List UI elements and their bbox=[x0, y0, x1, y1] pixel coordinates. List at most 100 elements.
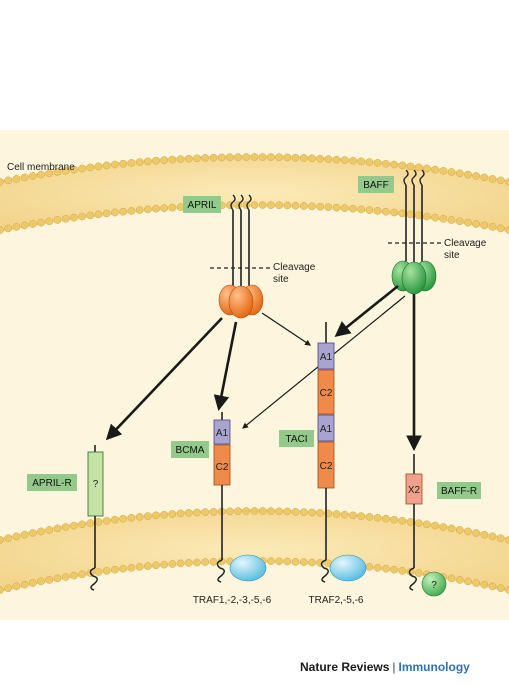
lipid-head bbox=[472, 220, 481, 228]
lipid-head bbox=[390, 515, 398, 524]
lipid-head bbox=[61, 166, 70, 175]
lipid-head bbox=[365, 206, 374, 214]
lipid-head bbox=[193, 508, 201, 517]
april-ligand bbox=[230, 194, 252, 292]
bcma-c2-label: C2 bbox=[216, 462, 229, 473]
lipid-head bbox=[472, 579, 481, 587]
lipid-head bbox=[86, 519, 95, 527]
lipid-head bbox=[234, 153, 242, 161]
lipid-head bbox=[135, 206, 144, 214]
lipid-head bbox=[283, 153, 292, 162]
lipid-head bbox=[299, 508, 308, 516]
lipid-head bbox=[61, 573, 70, 581]
lipid-head bbox=[119, 564, 127, 573]
lipid-head bbox=[168, 510, 177, 518]
lipid-head bbox=[267, 507, 275, 515]
lipid-head bbox=[127, 514, 136, 522]
lipid-head bbox=[431, 213, 439, 222]
lipid-head bbox=[168, 560, 177, 568]
lipid-head bbox=[299, 202, 308, 210]
lipid-head bbox=[480, 173, 489, 182]
baff-r-label-box bbox=[437, 482, 481, 499]
publisher-credit: Nature Reviews|Immunology bbox=[300, 660, 470, 674]
lipid-head bbox=[111, 515, 119, 524]
lipid-head bbox=[472, 172, 481, 180]
lipid-head bbox=[373, 564, 382, 572]
lipid-head bbox=[78, 570, 86, 579]
lipid-head bbox=[365, 563, 374, 571]
lipid-head bbox=[111, 565, 119, 574]
baff-cleavage-site-label: site bbox=[444, 250, 460, 261]
lipid-head bbox=[275, 201, 283, 209]
baff-label-box bbox=[358, 176, 394, 193]
lipid-head bbox=[193, 154, 201, 163]
lipid-head bbox=[250, 153, 259, 161]
bcma-label: BCMA bbox=[176, 445, 205, 456]
lipid-head bbox=[20, 530, 29, 539]
baff-label: BAFF bbox=[363, 180, 389, 191]
lipid-head bbox=[299, 558, 308, 566]
lipid-head bbox=[488, 582, 497, 591]
lipid-head bbox=[28, 220, 37, 228]
lipid-head bbox=[127, 564, 136, 572]
lipid-head bbox=[464, 577, 472, 586]
lipid-head bbox=[143, 512, 152, 520]
lipid-head bbox=[488, 532, 497, 541]
lipid-head bbox=[193, 558, 201, 567]
lipid-head bbox=[496, 534, 505, 543]
lipid-head bbox=[168, 155, 177, 164]
lipid-head bbox=[340, 204, 349, 212]
lipid-head bbox=[398, 209, 407, 218]
bottom-membrane bbox=[0, 507, 509, 594]
lipid-head bbox=[176, 559, 185, 568]
lipid-head bbox=[414, 569, 423, 577]
lipid-head bbox=[143, 157, 152, 166]
lipid-head bbox=[316, 509, 325, 517]
bcma-label-box bbox=[171, 441, 209, 458]
lipid-head bbox=[439, 523, 448, 531]
lipid-head bbox=[324, 155, 333, 163]
lipid-head bbox=[102, 567, 111, 575]
lipid-head bbox=[316, 202, 325, 211]
lipid-head bbox=[464, 170, 472, 179]
lipid-head bbox=[308, 558, 316, 567]
lipid-head bbox=[455, 169, 464, 178]
lipid-head bbox=[28, 172, 37, 180]
signal-arrows bbox=[105, 284, 422, 452]
lipid-head bbox=[447, 574, 456, 583]
april-label-box bbox=[183, 196, 221, 213]
lipid-head bbox=[37, 577, 45, 586]
lipid-head bbox=[160, 560, 168, 569]
lipid-head bbox=[349, 156, 357, 165]
baff-cleavage-label: Cleavage bbox=[444, 238, 487, 249]
lipid-head bbox=[160, 156, 168, 164]
lipid-head bbox=[283, 557, 292, 566]
lipid-head bbox=[365, 513, 374, 521]
lipid-head bbox=[12, 582, 21, 591]
april-label: APRIL bbox=[188, 200, 217, 211]
april-r-label: APRIL-R bbox=[32, 478, 71, 489]
april-cleavage-label: Cleavage bbox=[273, 262, 316, 273]
lipid-head bbox=[184, 154, 193, 163]
lipid-head bbox=[176, 509, 185, 518]
lipid-head bbox=[373, 159, 382, 167]
lipid-head bbox=[201, 558, 209, 566]
april-to-bcma-arrow bbox=[213, 321, 238, 412]
lipid-head bbox=[275, 507, 283, 516]
lipid-head bbox=[135, 158, 144, 166]
lipid-head bbox=[357, 512, 366, 520]
lipid-head bbox=[423, 520, 431, 529]
lipid-head bbox=[242, 507, 251, 515]
lipid-head bbox=[275, 557, 283, 566]
lipid-head bbox=[45, 169, 54, 178]
lipid-head bbox=[398, 567, 407, 575]
lipid-head bbox=[496, 176, 505, 185]
lipid-head bbox=[28, 529, 37, 537]
publisher-name: Nature Reviews bbox=[300, 660, 390, 674]
lipid-head bbox=[12, 532, 21, 541]
lipid-head bbox=[4, 534, 12, 543]
lipid-head bbox=[447, 168, 456, 176]
lipid-head bbox=[37, 170, 45, 179]
april-r-receptor: ? bbox=[87, 445, 104, 591]
bcma-a1-domain bbox=[213, 419, 231, 445]
